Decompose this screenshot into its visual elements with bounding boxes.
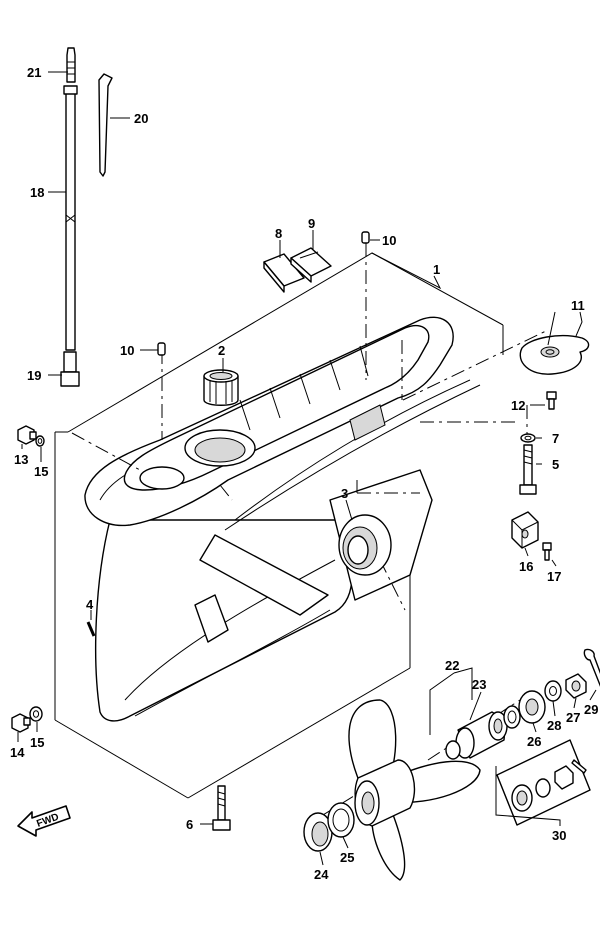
pin-part (86, 621, 96, 637)
callout-7: 7 (552, 431, 559, 446)
callout-23: 23 (472, 677, 486, 692)
drive-shaft-part (63, 85, 78, 351)
anode-block-part (511, 511, 539, 549)
callout-29: 29 (584, 702, 598, 717)
prop-nut-part (565, 673, 587, 699)
callout-1: 1 (433, 262, 440, 277)
callout-labels: 1 2 3 4 5 6 7 8 9 10 10 11 12 13 15 16 1… (10, 65, 598, 882)
callout-13: 13 (14, 452, 28, 467)
plate-part-9 (290, 247, 332, 283)
leader-lines (17, 71, 597, 866)
callout-20: 20 (134, 111, 148, 126)
small-bolt-part (546, 391, 557, 410)
washer-part-28 (544, 680, 562, 702)
tab-washer-part (518, 690, 546, 724)
callout-30: 30 (552, 828, 566, 843)
screw-part (542, 542, 552, 561)
callout-16: 16 (519, 559, 533, 574)
cover-plate-part (519, 334, 590, 375)
callout-11: 11 (571, 298, 585, 313)
callout-19: 19 (27, 368, 41, 383)
callout-15-upper: 15 (34, 464, 48, 479)
fwd-label: FWD (35, 812, 60, 830)
dowel-pin-part-left (157, 342, 166, 356)
callout-12: 12 (511, 398, 525, 413)
fwd-arrow-icon: FWD (17, 805, 71, 837)
shaft-coupling-part (60, 351, 80, 387)
callout-28: 28 (547, 718, 561, 733)
spline-tip-part (66, 47, 76, 83)
bearing-sleeve-part (203, 369, 239, 406)
centerline (379, 559, 406, 611)
gear-case-housing (84, 316, 481, 722)
callout-21: 21 (27, 65, 41, 80)
callout-24: 24 (314, 867, 329, 882)
hardware-kit-part (496, 739, 591, 826)
spacer-part (327, 802, 355, 838)
strap-part (98, 73, 113, 177)
callout-6: 6 (186, 817, 193, 832)
callout-4: 4 (86, 597, 94, 612)
gasket-part-upper (35, 435, 45, 447)
washer-part (520, 433, 536, 443)
long-bolt-part (519, 444, 537, 495)
callout-17: 17 (547, 569, 561, 584)
callout-14: 14 (10, 745, 25, 760)
gasket-part-lower (29, 706, 43, 722)
oil-seal-part (338, 514, 392, 576)
cotter-pin-part (583, 648, 600, 687)
bolt-part (212, 785, 231, 831)
centerline (219, 484, 233, 501)
callout-5: 5 (552, 457, 559, 472)
callout-27: 27 (566, 710, 580, 725)
callout-15-lower: 15 (30, 735, 44, 750)
callout-18: 18 (30, 185, 44, 200)
callout-26: 26 (527, 734, 541, 749)
callout-22: 22 (445, 658, 459, 673)
callout-2: 2 (218, 343, 225, 358)
drain-plug-part-upper (17, 425, 37, 445)
propeller-part (348, 699, 481, 881)
callout-3: 3 (341, 486, 348, 501)
callout-25: 25 (340, 850, 354, 865)
dowel-pin-part-top (361, 231, 370, 244)
centerline (71, 432, 141, 471)
drain-plug-part-lower (11, 713, 31, 733)
callout-10-left: 10 (120, 343, 134, 358)
callout-10-top: 10 (382, 233, 396, 248)
callout-8: 8 (275, 226, 282, 241)
plate-part-8 (263, 253, 305, 293)
thrust-bushing-part (445, 711, 508, 760)
callout-9: 9 (308, 216, 315, 231)
ring-part-23 (503, 705, 521, 729)
